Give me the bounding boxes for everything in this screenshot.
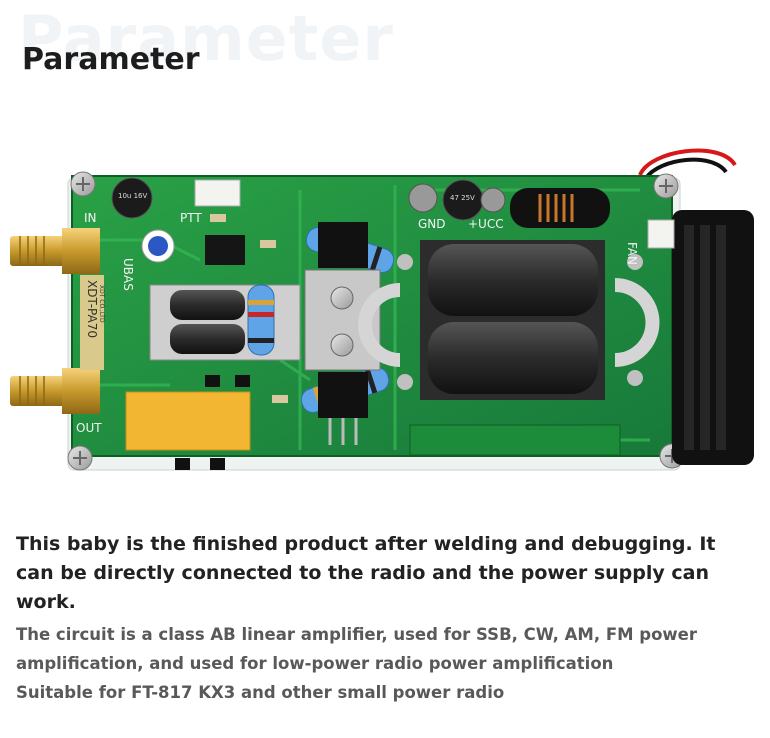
fan-label: FAN — [625, 242, 639, 265]
description-block: The circuit is a class AB linear amplifi… — [16, 620, 756, 707]
description-line: The circuit is a class AB linear amplifi… — [16, 625, 697, 644]
cap1-label: 10u 16V — [118, 192, 147, 200]
ubas-label: UBAS — [121, 258, 135, 291]
lead-paragraph: This baby is the finished product after … — [16, 533, 716, 613]
gnd-label: GND — [418, 217, 446, 231]
ptt-label: PTT — [180, 211, 202, 225]
circuit-board-photo: 10u 16V 47 25V — [10, 148, 754, 471]
cap2-label: 47 25V — [450, 194, 475, 202]
ucc-label: +UCC — [468, 217, 504, 231]
header-watermark: Parameter — [18, 2, 394, 75]
page-title: Parameter — [22, 42, 200, 77]
in-label: IN — [84, 211, 97, 225]
description-line: amplification, and used for low-power ra… — [16, 654, 614, 673]
out-label: OUT — [76, 421, 102, 435]
model-label: XDT-PA70 — [85, 280, 99, 338]
description-line: Suitable for FT-817 KX3 and other small … — [16, 683, 505, 702]
maker-label: XDT CO.,LTD — [98, 285, 105, 323]
